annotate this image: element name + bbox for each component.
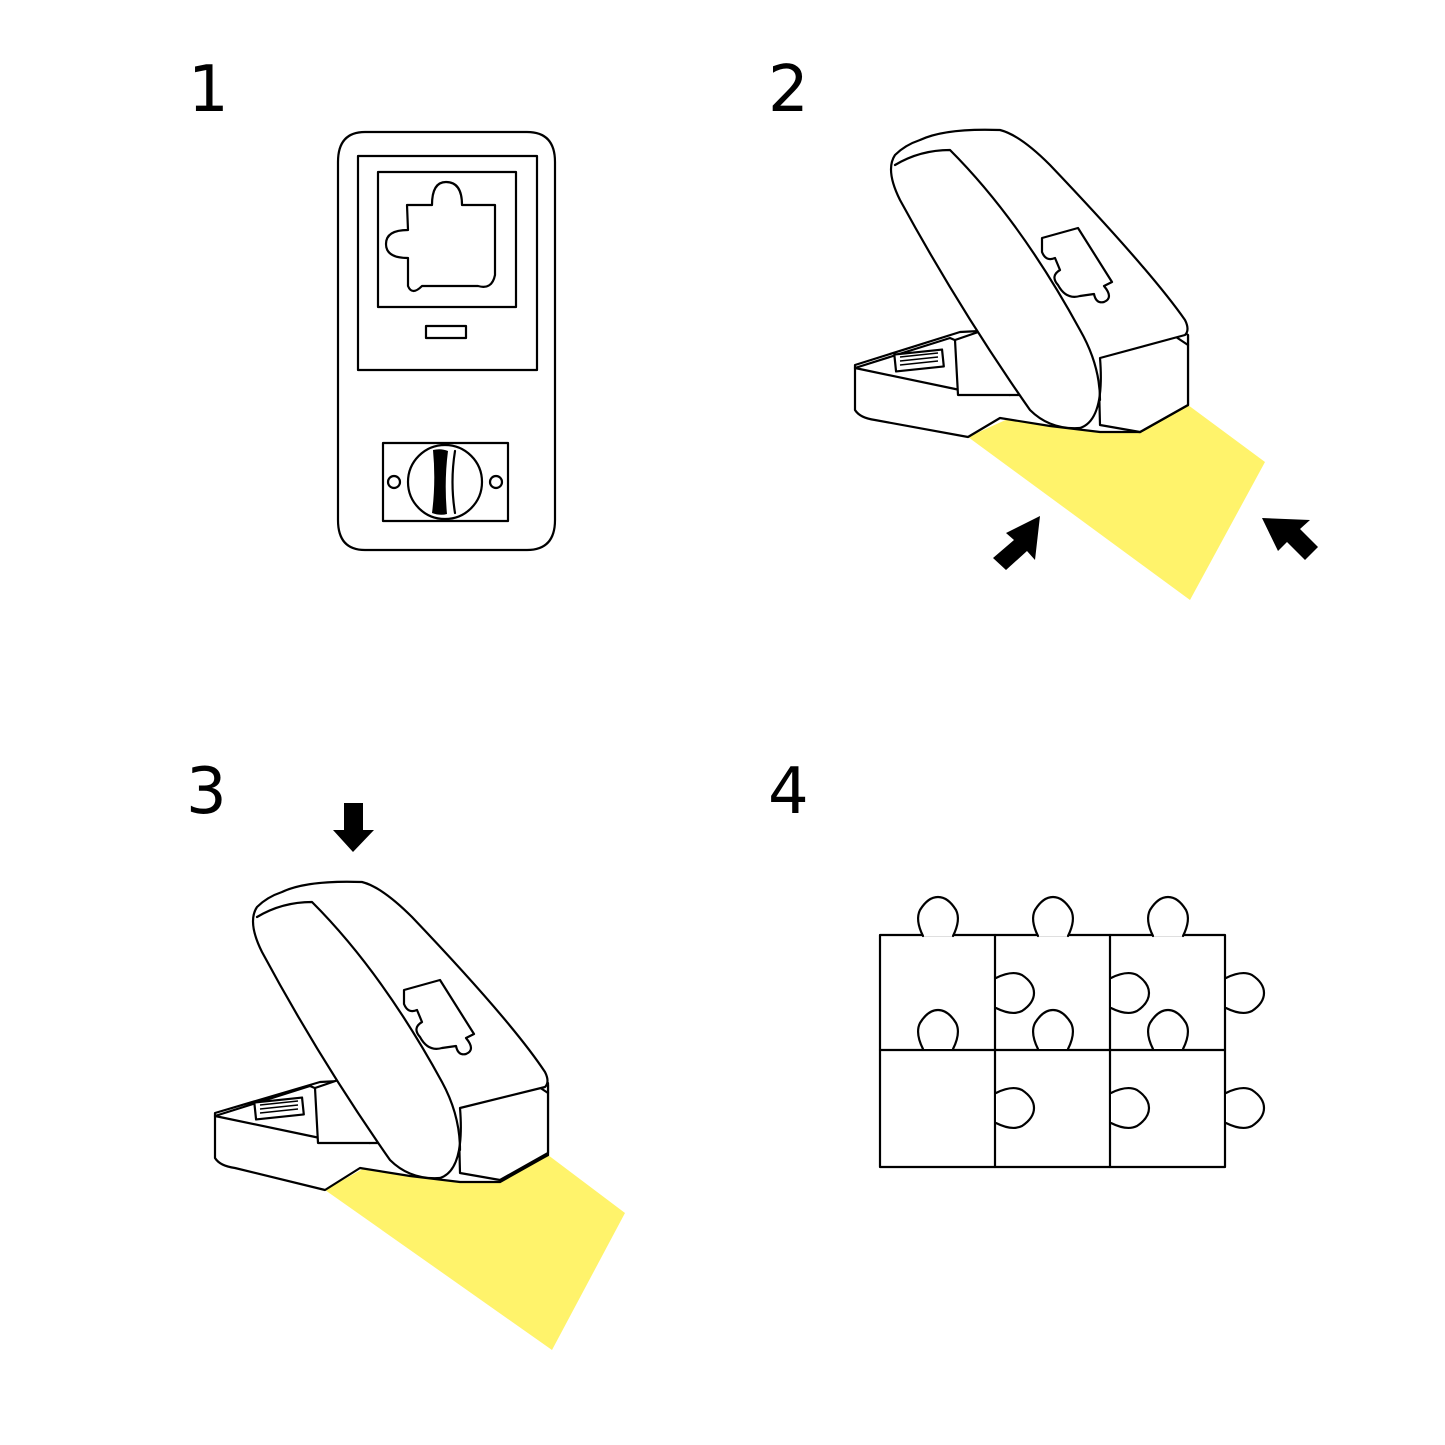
puzzle-piece-icon	[384, 180, 497, 293]
paper-sheet	[968, 405, 1265, 600]
paper-sheet	[325, 1155, 625, 1350]
punch-open-illustration	[853, 128, 1265, 600]
puzzle-grid-icon	[878, 933, 1227, 1169]
step-number-4: 4	[768, 755, 809, 829]
step-number-2: 2	[768, 53, 809, 127]
step-number-1: 1	[188, 53, 229, 127]
arrow-icon	[993, 516, 1040, 570]
step-number-3: 3	[186, 755, 227, 829]
arrow-icon	[1262, 518, 1318, 560]
punch-press-illustration	[213, 880, 625, 1350]
arrow-icon	[333, 803, 374, 852]
punch-top-view-icon	[336, 130, 557, 552]
puzzle-tabs	[916, 895, 1266, 1130]
